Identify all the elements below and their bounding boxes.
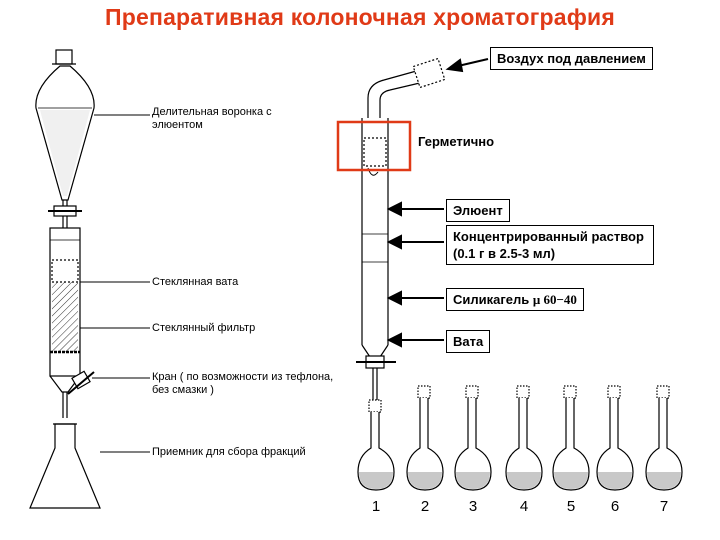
fraction-number: 4 — [519, 498, 529, 515]
arrow-silica-icon — [386, 290, 402, 306]
fraction-number: 1 — [371, 498, 381, 515]
label-air-pressure: Воздух под давлением — [490, 47, 653, 70]
label-concentrated: Концентрированный раствор (0.1 г в 2.5-3… — [446, 225, 654, 265]
air-inlet-stopper-icon — [412, 57, 446, 89]
label-glass-filter: Стеклянный фильтр — [152, 322, 256, 334]
flask-1-icon — [357, 399, 395, 491]
fraction-number: 2 — [420, 498, 430, 515]
flask-6-icon — [596, 385, 634, 491]
label-silica-prefix: Силикагель — [453, 292, 533, 307]
arrow-air-icon — [445, 58, 464, 73]
fraction-flasks — [357, 385, 683, 491]
arrow-concentrated-icon — [386, 234, 402, 250]
label-eluent: Элюент — [446, 199, 510, 222]
label-funnel: Делительная воронка с элюентом — [152, 106, 272, 131]
label-receiver: Приемник для сбора фракций — [152, 446, 306, 458]
label-sealed: Герметично — [418, 133, 495, 150]
left-apparatus — [29, 49, 101, 509]
flask-4-icon — [505, 385, 543, 491]
fraction-number: 6 — [610, 498, 620, 515]
flask-5-icon — [552, 385, 590, 491]
column-packing-icon — [52, 282, 78, 352]
flask-7-icon — [645, 385, 683, 491]
sealed-highlight-box — [336, 120, 412, 172]
air-inlet-tube-icon — [367, 69, 421, 118]
right-apparatus — [356, 57, 446, 405]
fraction-number: 3 — [468, 498, 478, 515]
funnel-stopper-icon — [55, 49, 73, 65]
left-leader-lines — [80, 114, 150, 453]
fraction-number: 5 — [566, 498, 576, 515]
glass-wool-icon — [51, 259, 79, 283]
label-wool: Вата — [446, 330, 491, 353]
label-stopcock: Кран ( по возможности из тефлона, без см… — [152, 371, 334, 396]
flask-2-icon — [406, 385, 444, 491]
arrow-wool-icon — [386, 332, 402, 348]
label-glass-wool: Стеклянная вата — [152, 276, 239, 288]
arrow-eluent-icon — [386, 201, 402, 217]
erlenmeyer-receiver-icon — [29, 423, 101, 509]
label-silica: Силикагель μ 60−40 — [446, 288, 584, 311]
column-stopcock-icon — [71, 370, 91, 390]
fraction-number: 7 — [659, 498, 669, 515]
right-arrows — [386, 58, 489, 348]
flask-3-icon — [454, 385, 492, 491]
label-silica-suffix: μ 60−40 — [532, 292, 577, 307]
page-title: Препаративная колоночная хроматография — [105, 4, 615, 30]
